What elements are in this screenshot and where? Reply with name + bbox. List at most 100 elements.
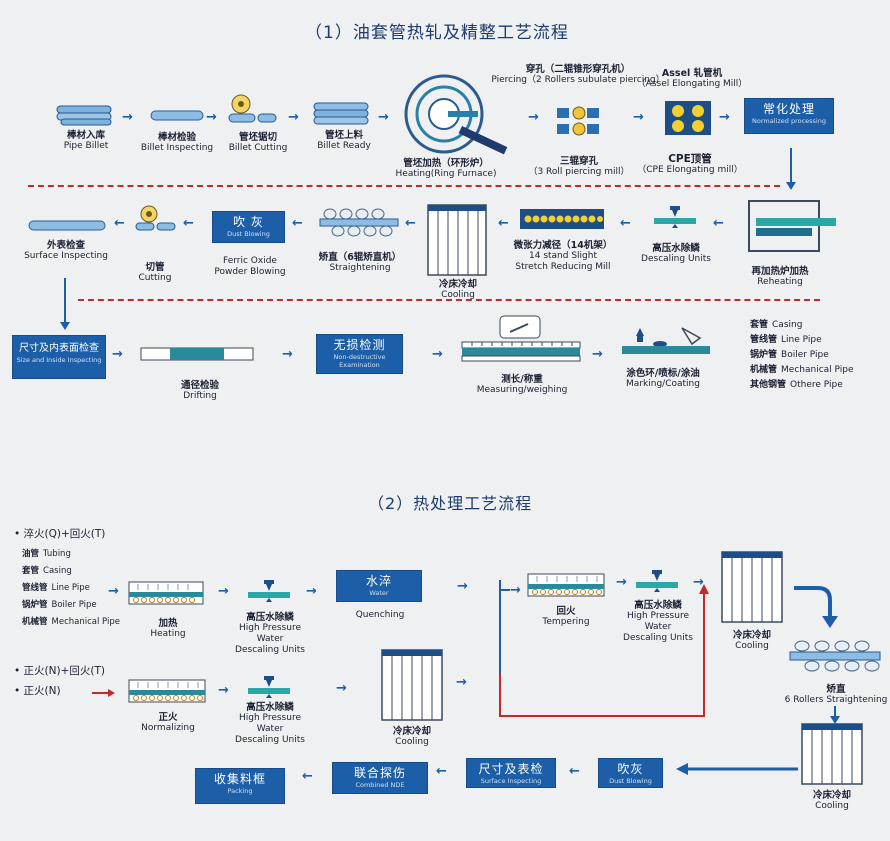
- drifting-graphic: [140, 347, 254, 361]
- cooling-bed-graphic-3: [801, 723, 863, 785]
- straightening-label: 矫直（6辊矫直机）Straightening: [318, 252, 402, 273]
- down-arrow-3: [830, 706, 840, 724]
- water-quench-box: 水淬 Water: [336, 570, 422, 602]
- reheating-graphic: [748, 200, 836, 252]
- arrow-right-icon: →: [693, 575, 704, 590]
- separator-line: [28, 185, 780, 187]
- pipe-billet-graphic: [56, 105, 112, 126]
- arrow-left-icon: ←: [498, 216, 509, 231]
- normalizing-furnace-graphic: [128, 679, 206, 703]
- dust-blowing-box: 吹 灰 Dust Blowing: [212, 211, 285, 243]
- section2-title: （2）热处理工艺流程: [368, 494, 533, 513]
- red-arrow: [92, 689, 115, 697]
- size-inside-inspecting-box: 尺寸及内表面检查 Size and Inside Inspecting: [12, 335, 106, 379]
- measuring-graphic: [461, 315, 581, 362]
- packing-box: 收集料框 Packing: [195, 768, 285, 804]
- down-arrow-2: [60, 278, 70, 330]
- cooling-bed-graphic-4: [381, 649, 443, 721]
- ring-furnace-graphic: [404, 74, 508, 155]
- ndt-box: 无损检测 Non-destructive Examination: [316, 334, 403, 374]
- arrow-right-icon: →: [306, 584, 317, 599]
- nt-title: • 正火(N)+回火(T): [14, 665, 105, 677]
- arrow-right-icon: →: [112, 347, 123, 362]
- down-arrow-1: [786, 148, 796, 190]
- three-roll-piercing-label: 三辊穿孔（3 Roll piercing mill）: [528, 156, 630, 177]
- combined-nde-box: 联合探伤 Combined NDE: [332, 762, 428, 794]
- cpe-label: CPE顶管（CPE Elongating mill）: [637, 153, 743, 176]
- flow-connector: [499, 580, 510, 680]
- big-curved-arrow: [794, 586, 838, 628]
- arrow-right-icon: →: [719, 110, 730, 125]
- arrow-right-icon: →: [288, 110, 299, 125]
- arrow-right-icon: →: [336, 681, 347, 696]
- cooling-bed-graphic: [427, 204, 487, 276]
- dust-blowing-box-2: 吹灰 Dust Blowing: [598, 758, 663, 788]
- arrow-left-icon: ←: [405, 216, 416, 231]
- normalized-processing-box: 常化处理 Normalized processing: [744, 98, 834, 134]
- arrow-right-icon: →: [456, 675, 467, 690]
- arrow-right-icon: →: [528, 110, 539, 125]
- arrow-left-icon: ←: [302, 769, 313, 784]
- arrow-left-icon: ←: [713, 216, 724, 231]
- arrow-right-icon: →: [510, 583, 521, 598]
- heating-furnace-graphic: [128, 581, 204, 605]
- billet-ready-graphic: [313, 102, 369, 125]
- hp-descaling-graphic-1: [248, 580, 290, 602]
- surface-pipe-graphic: [28, 220, 106, 231]
- arrow-left-icon: ←: [620, 216, 631, 231]
- straightening-graphic-2: [789, 640, 881, 672]
- tempering-furnace-graphic: [527, 573, 605, 597]
- surface-inspecting-box: 尺寸及表检 Surface Inspecting: [466, 758, 556, 788]
- piercing-graphic: [557, 106, 599, 136]
- piercing-label: 穿孔（二辊锥形穿孔机）Piercing（2 Rollers subulate p…: [491, 64, 665, 85]
- section1-title: （1）油套管热轧及精整工艺流程: [305, 23, 569, 43]
- long-left-arrow: [676, 763, 798, 775]
- billet-inspecting-graphic: [150, 110, 204, 121]
- quenching-label: Quenching: [355, 610, 405, 620]
- heating-ring-furnace-label: 管坯加热（环形炉）Heating(Ring Furnace): [395, 158, 497, 179]
- straightening-graphic: [319, 208, 399, 237]
- arrow-right-icon: →: [633, 110, 644, 125]
- n-title: • 正火(N): [14, 685, 61, 697]
- arrow-right-icon: →: [616, 575, 627, 590]
- arrow-right-icon: →: [592, 347, 603, 362]
- hp-descaling-graphic-2: [636, 570, 678, 592]
- marking-graphic: [622, 327, 710, 354]
- arrow-right-icon: →: [378, 110, 389, 125]
- separator-line: [78, 299, 820, 301]
- arrow-right-icon: →: [218, 584, 229, 599]
- descaling-graphic: [654, 206, 696, 228]
- arrow-left-icon: ←: [436, 764, 447, 779]
